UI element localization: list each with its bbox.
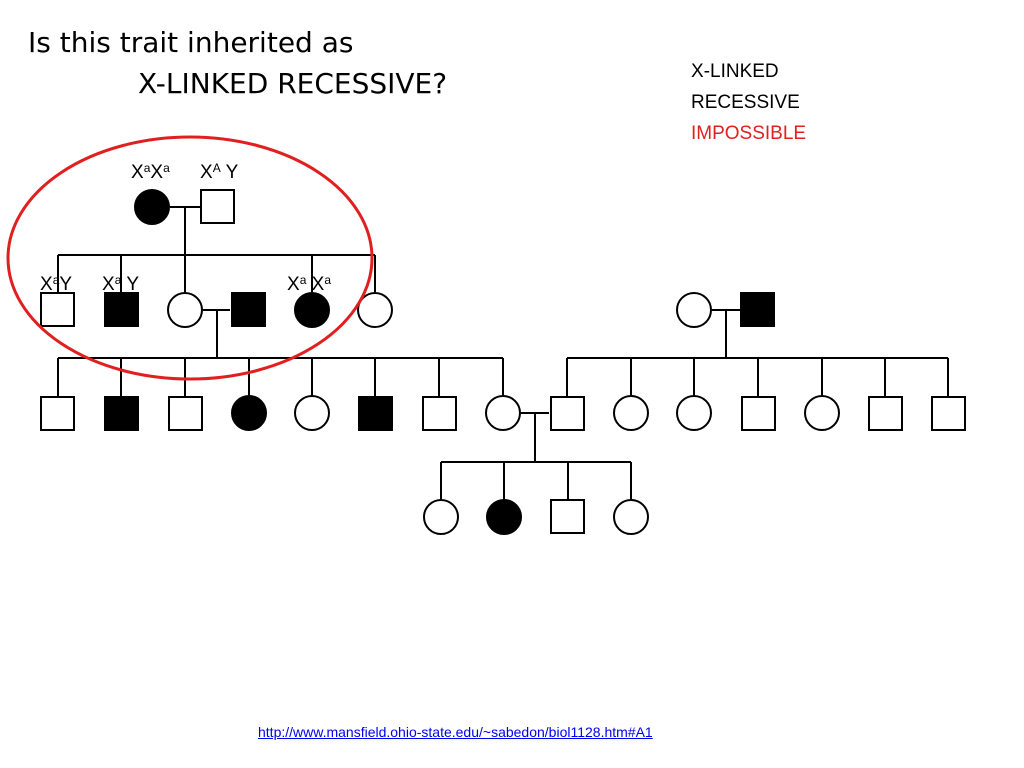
affected-male [231, 292, 266, 327]
unaffected-female [423, 499, 459, 535]
affected-male [358, 396, 393, 431]
unaffected-male [868, 396, 903, 431]
unaffected-female [294, 395, 330, 431]
unaffected-female [676, 292, 712, 328]
unaffected-female [485, 395, 521, 431]
unaffected-male [931, 396, 966, 431]
title-line-1: Is this trait inherited as [28, 26, 354, 59]
title-line-2: X-LINKED RECESSIVE? [138, 67, 448, 100]
unaffected-male [550, 499, 585, 534]
unaffected-male [741, 396, 776, 431]
affected-female [231, 395, 267, 431]
unaffected-female [676, 395, 712, 431]
verdict-line-1: X-LINKED [691, 61, 779, 82]
affected-female [486, 499, 522, 535]
genotype-gen1-mother: XaXa [131, 161, 170, 183]
source-link[interactable]: http://www.mansfield.ohio-state.edu/~sab… [258, 724, 653, 740]
genotype-gen1-father: XA Y [200, 161, 239, 183]
unaffected-male [40, 292, 75, 327]
unaffected-male [200, 189, 235, 224]
affected-male [104, 396, 139, 431]
verdict-line-2: RECESSIVE [691, 92, 800, 113]
highlight-circle [6, 135, 374, 381]
affected-female [134, 189, 170, 225]
unaffected-female [167, 292, 203, 328]
pedigree-lines [57, 206, 949, 500]
genotype-gen2-son-1: XaY [40, 273, 73, 295]
unaffected-female [357, 292, 393, 328]
unaffected-male [40, 396, 75, 431]
unaffected-female [613, 499, 649, 535]
unaffected-male [422, 396, 457, 431]
individuals [40, 189, 966, 535]
affected-male [104, 292, 139, 327]
genotype-gen2-son-2: Xa Y [102, 273, 139, 295]
affected-male [740, 292, 775, 327]
affected-female [294, 292, 330, 328]
genotype-gen2-daughter: Xa Xa [287, 273, 332, 295]
unaffected-female [613, 395, 649, 431]
unaffected-male [168, 396, 203, 431]
unaffected-male [550, 396, 585, 431]
unaffected-female [804, 395, 840, 431]
verdict-impossible: IMPOSSIBLE [691, 123, 807, 144]
